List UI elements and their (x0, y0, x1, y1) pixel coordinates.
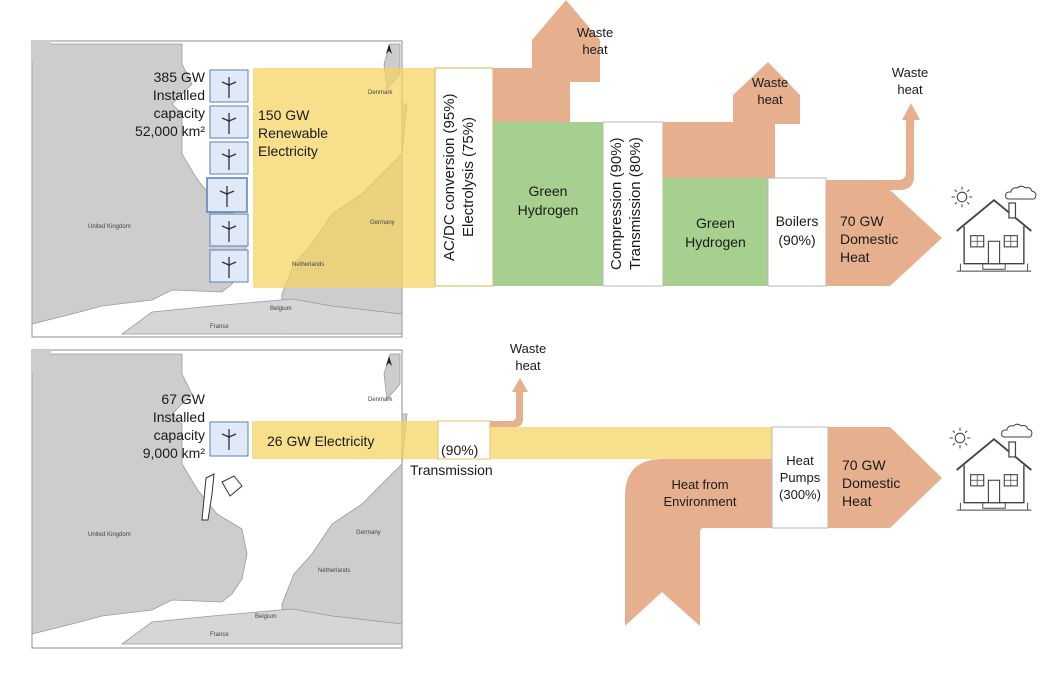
map-label-united-kingdom: United Kingdom (88, 224, 131, 230)
hydrogen-box-2 (663, 178, 768, 286)
waste-heat-label-1: Waste heat (576, 25, 614, 57)
north-arrow-icon (386, 356, 392, 366)
top-electricity-band (253, 68, 435, 288)
cloud-icon (1005, 185, 1037, 200)
top-electricity-label: 150 GW Renewable Electricity (258, 107, 329, 159)
sun-icon (951, 186, 973, 208)
map-label-denmark: Denmark (368, 90, 393, 96)
compression-box (602, 121, 664, 287)
cloud-icon (1001, 423, 1033, 438)
top-scenario (31, 0, 1037, 338)
sun-icon (949, 427, 971, 449)
waste-heat-arrow-2 (663, 62, 800, 178)
bottom-domestic-heat-label: 70 GW Domestic Heat (842, 457, 901, 509)
waste-heat-label-3: Waste heat (891, 65, 929, 97)
map-label-denmark: Denmark (368, 397, 393, 403)
map-label-belgium: Belgium (270, 306, 292, 312)
top-domestic-heat-arrow (826, 190, 942, 286)
island-shape (221, 475, 243, 497)
bottom-electricity-label: 26 GW Electricity (267, 433, 375, 449)
heat-from-environment-arrow (625, 459, 772, 626)
bottom-waste-heat-label: Waste heat (509, 341, 547, 373)
boilers-label: Boilers (90%) (775, 213, 819, 248)
hydrogen-label-2: Green Hydrogen (685, 215, 746, 250)
map-label-france: France (210, 632, 229, 638)
hydrogen-label-1: Green Hydrogen (517, 183, 579, 218)
waste-heat-arrow-1 (493, 0, 600, 122)
heat-pumps-label: Heat Pumps (300%) (779, 453, 821, 502)
environment-label: Heat from Environment (663, 477, 737, 509)
compression-label: Compression (90%) Transmission (80%) (608, 137, 644, 271)
map-label-netherlands: Netherlands (318, 568, 351, 574)
map-label-france: France (210, 324, 229, 330)
north-arrow-icon (386, 44, 392, 54)
bottom-domestic-heat-arrow (828, 427, 942, 528)
map-label-germany: Germany (370, 220, 395, 226)
bottom-capacity-label: 67 GW Installed capacity 9,000 km² (142, 391, 205, 461)
top-capacity-label: 385 GW Installed capacity 52,000 km² (134, 69, 205, 139)
waste-heat-arrow-3 (826, 103, 920, 190)
transmission-label: Transmission (410, 462, 493, 478)
map-label-belgium: Belgium (255, 614, 277, 620)
transmission-pct-label: (90%) (441, 442, 479, 458)
bottom-electricity-band-2 (490, 427, 772, 459)
map-label-germany: Germany (356, 530, 381, 536)
bottom-waste-heat-arrow (490, 378, 528, 427)
house-icon (955, 438, 1033, 512)
map-label-united-kingdom: United Kingdom (88, 532, 131, 538)
top-domestic-heat-label: 70 GW Domestic Heat (840, 213, 899, 265)
conversion-label: AC/DC conversion (95%) Electrolysis (75%… (441, 93, 477, 261)
waste-heat-label-2: Waste heat (751, 75, 789, 107)
island-shape (201, 473, 215, 521)
bottom-electricity-band (252, 421, 438, 459)
top-turbine-column (206, 69, 249, 283)
hydrogen-box-1 (493, 122, 603, 286)
bottom-scenario (31, 349, 1033, 649)
house-icon (955, 199, 1033, 273)
boilers-box (767, 177, 827, 287)
map-label-netherlands: Netherlands (292, 262, 325, 268)
transmission-box (437, 420, 491, 460)
